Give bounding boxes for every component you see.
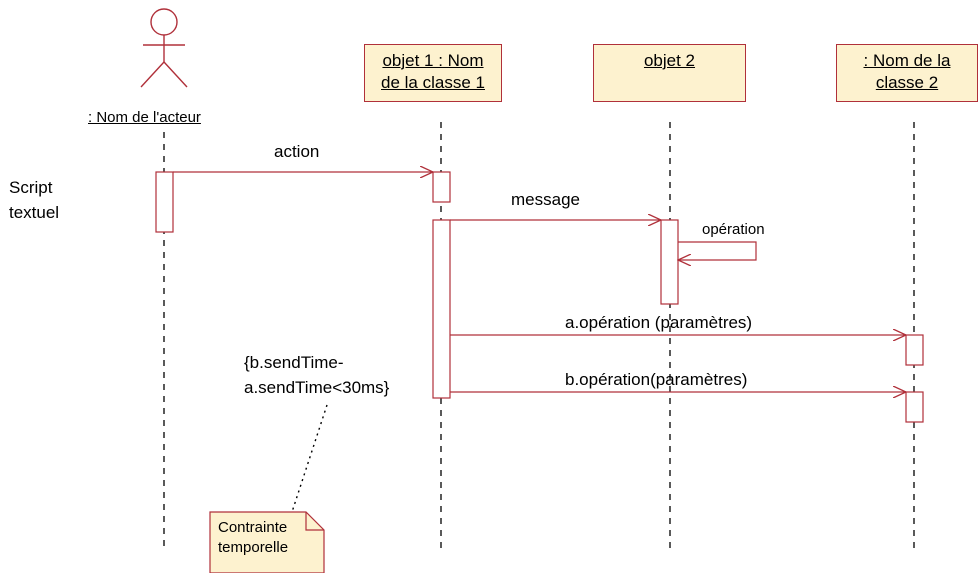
activation-object-2	[660, 219, 679, 305]
script-label-line1: Script	[9, 178, 53, 197]
label-call-a: a.opération (paramètres)	[565, 313, 753, 332]
label-action: action	[274, 142, 320, 161]
note-line2: temporelle	[218, 539, 289, 556]
constraint-line2: a.sendTime<30ms}	[244, 378, 390, 397]
label-message: message	[511, 190, 580, 209]
activation-actor	[155, 171, 174, 233]
arrow-self-call	[678, 241, 757, 260]
temporal-constraint-note: Contrainte temporelle	[210, 512, 324, 573]
activation-object-3-a	[905, 334, 924, 366]
object-1-name-line1: objet 1 : Nom	[382, 51, 484, 70]
activation-object-1-a	[432, 171, 451, 203]
object-2-name: objet 2	[643, 51, 696, 70]
activation-object-3-b	[905, 391, 924, 423]
object-box-3: : Nom de la classe 2	[836, 44, 978, 102]
label-self-call: opération	[702, 221, 765, 238]
object-box-2: objet 2	[593, 44, 746, 102]
actor-name: : Nom de l'acteur	[88, 109, 201, 126]
constraint-connector	[291, 404, 328, 513]
object-1-name-line2: de la classe 1	[381, 73, 485, 92]
activation-object-1-b	[432, 219, 451, 399]
actor-figure	[140, 8, 188, 88]
constraint-line1: {b.sendTime-	[244, 353, 344, 372]
label-call-b: b.opération(paramètres)	[565, 370, 748, 389]
object-3-name-line2: classe 2	[875, 73, 939, 92]
object-box-1: objet 1 : Nom de la classe 1	[364, 44, 502, 102]
note-shape	[209, 511, 325, 573]
script-label-line2: textuel	[9, 203, 60, 222]
note-line1: Contrainte	[218, 519, 288, 536]
object-3-name-line1: : Nom de la	[863, 51, 951, 70]
